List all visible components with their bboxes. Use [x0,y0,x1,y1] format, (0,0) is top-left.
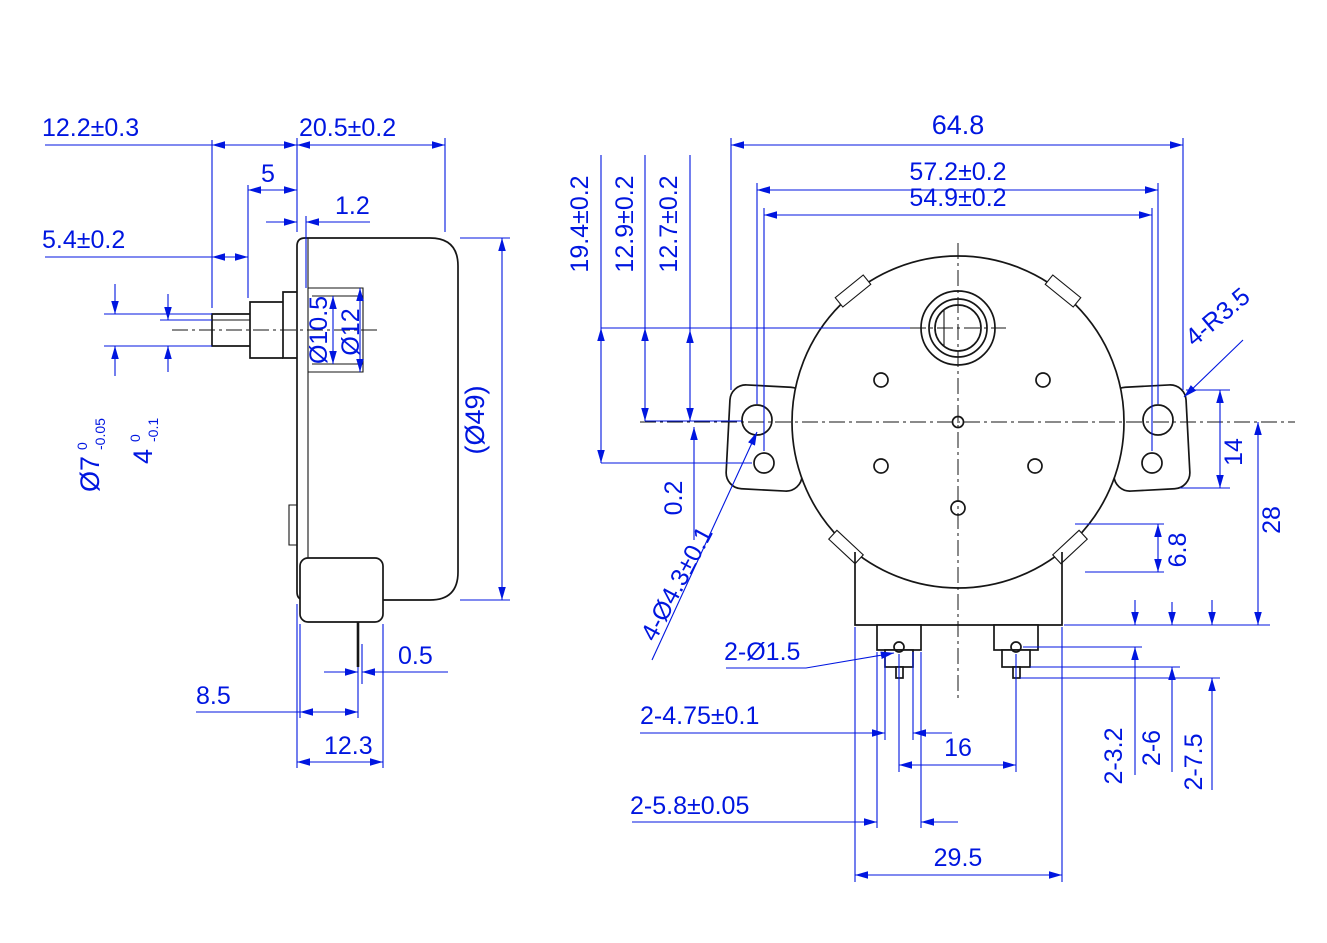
dim-ear-corner-radius: 4-R3.5 [1180,282,1255,352]
case-hole [873,372,889,388]
dim-shaft-length: 12.2±0.3 [42,114,139,142]
mount-plate [282,291,297,359]
front-view: 64.8 57.2±0.2 54.9±0.2 19.4±0.2 12.9±0.2… [566,110,1295,882]
rim-tab [1044,274,1082,308]
case-hole [1027,458,1043,474]
terminal-cover [299,557,384,623]
dim-terminal-width: 2-4.75±0.1 [640,702,759,730]
dim-shaft-to-center-right: 12.7±0.2 [655,175,683,272]
side-view-labels: 12.2±0.3 20.5±0.2 5 1.2 5.4±0.2 Ø10.5 Ø1… [42,114,490,760]
front-view-labels: 64.8 57.2±0.2 54.9±0.2 19.4±0.2 12.9±0.2… [566,110,1286,872]
dim-shaft-flat: 4 [128,449,158,464]
dim-shaft-flat-tol-upper: 0 [127,434,143,442]
dim-shaft-dia: Ø7 [75,456,105,492]
dim-shaft-dia-tol-lower: -0.05 [92,418,108,450]
dim-shaft-extension: 5.4±0.2 [42,226,125,254]
pilot-hole-left [753,452,775,474]
dim-base-tab: 6.8 [1164,533,1192,568]
dim-shaft-dia-group: Ø7 0 -0.05 [74,418,108,492]
dim-shaft-to-hole: 19.4±0.2 [566,175,594,272]
side-view-dimension-lines [45,138,510,768]
case-hole [873,458,889,474]
dim-terminal-pitch: 16 [944,734,972,762]
terminal-hole [893,641,905,653]
dim-mount-hole-span: 57.2±0.2 [909,158,1006,186]
dim-collar-length: 5 [261,160,275,188]
dim-cover-width: 12.3 [324,732,373,760]
front-view-dimension-lines [597,138,1270,882]
case-hole [1035,372,1051,388]
dim-flange-thickness: 1.2 [335,192,370,220]
dim-center-to-base: 28 [1258,506,1286,534]
dim-hub-outer: Ø12 [337,308,365,355]
mount-hole-right [1142,404,1174,436]
terminal-hole [1010,641,1022,653]
dim-shaft-flat-group: 4 0 -0.1 [127,418,161,464]
rim-tab [834,274,872,308]
front-view-geometry [640,243,1295,700]
side-view-geometry [172,237,459,667]
dim-shaft-flat-tol-lower: -0.1 [145,418,161,442]
shaft-collar [249,301,283,359]
dim-body-depth: 20.5±0.2 [299,114,396,142]
pilot-hole-right [1141,452,1163,474]
dim-hole-offset: 0.2 [660,481,688,516]
dim-base-to-tip: 2-7.5 [1180,734,1208,791]
dim-pin-setback: 8.5 [196,682,231,710]
dim-base-to-hole: 2-3.2 [1100,728,1128,785]
dim-shaft-dia-tol-upper: 0 [74,442,90,450]
motor-body-side [296,237,459,601]
mount-hole-left [741,404,773,436]
dim-hub-bore: Ø10.5 [305,296,333,364]
dim-terminal-holes: 2-Ø1.5 [724,638,800,666]
side-view: 12.2±0.3 20.5±0.2 5 1.2 5.4±0.2 Ø10.5 Ø1… [42,114,510,768]
dim-housing-width: 29.5 [934,844,983,872]
dim-terminal-base: 2-5.8±0.05 [630,792,749,820]
dim-shaft-to-center-left: 12.9±0.2 [611,175,639,272]
mount-clip [288,504,297,546]
dim-pilot-hole-span: 54.9±0.2 [909,184,1006,212]
dim-body-dia: (Ø49) [460,385,490,454]
dim-mount-holes: 4-Ø4.3±0.1 [635,522,718,645]
dim-pin-offset: 0.5 [398,642,433,670]
dim-overall-width: 64.8 [932,110,985,140]
dim-base-to-shoulder: 2-6 [1138,730,1166,766]
dim-ear-width: 14 [1220,438,1248,466]
